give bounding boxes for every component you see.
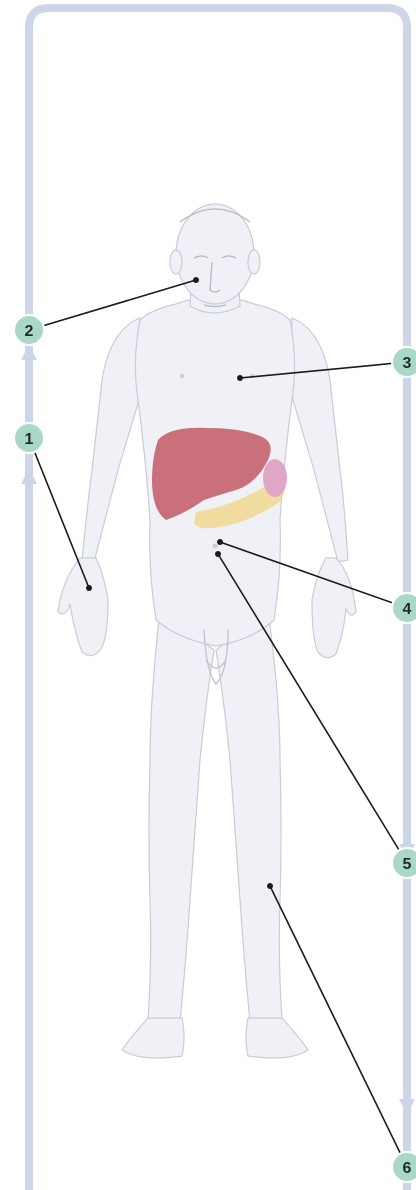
left-leg xyxy=(148,610,214,1022)
marker-1-label: 1 xyxy=(25,431,34,448)
marker-2: 2 xyxy=(14,315,44,345)
pointer-dot-6 xyxy=(267,883,273,889)
left-ear xyxy=(170,250,182,274)
gallbladder xyxy=(263,459,287,497)
pointer-dot-2 xyxy=(193,277,199,283)
left-arm xyxy=(82,318,142,562)
marker-4: 4 xyxy=(392,593,416,623)
marker-1: 1 xyxy=(14,423,44,453)
right-hand xyxy=(312,558,356,658)
pointer-line-1 xyxy=(29,438,89,588)
marker-5-label: 5 xyxy=(403,856,412,873)
head xyxy=(176,204,254,304)
left-foot xyxy=(122,1018,184,1058)
marker-4-label: 4 xyxy=(403,601,412,618)
marker-5: 5 xyxy=(392,848,416,878)
arrow-down-right-4 xyxy=(399,1099,415,1115)
human-figure xyxy=(58,204,356,1058)
arrow-up-left-lower xyxy=(21,468,37,484)
right-foot xyxy=(246,1018,308,1058)
pointer-dot-4 xyxy=(217,539,223,545)
marker-6-label: 6 xyxy=(403,1160,412,1177)
pointer-dot-5 xyxy=(215,551,221,557)
marker-2-label: 2 xyxy=(25,323,34,340)
arrow-up-left-upper xyxy=(21,344,37,360)
pointer-dot-1 xyxy=(86,585,92,591)
pointer-dot-3 xyxy=(237,375,243,381)
right-ear xyxy=(248,250,260,274)
navel xyxy=(213,544,218,549)
pointer-line-6 xyxy=(270,886,407,1167)
marker-6: 6 xyxy=(392,1152,416,1182)
right-arm xyxy=(290,318,348,562)
marker-3: 3 xyxy=(392,347,416,377)
right-leg xyxy=(216,610,282,1022)
marker-3-label: 3 xyxy=(403,355,412,372)
